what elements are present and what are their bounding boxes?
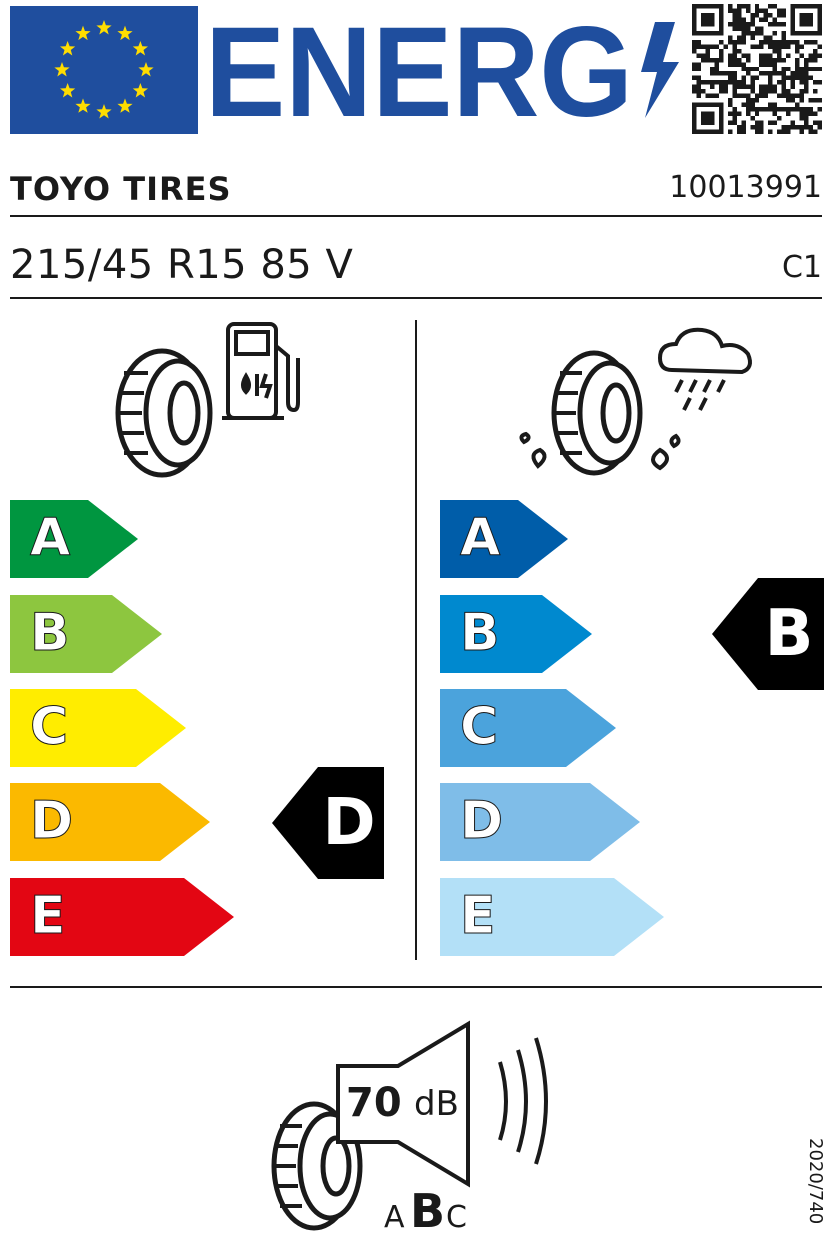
column-divider	[415, 320, 417, 960]
noise-unit: dB	[414, 1084, 459, 1124]
noise-block: 70 dB A B C	[270, 1018, 570, 1238]
eu-star-icon	[96, 104, 112, 119]
fuel-efficiency-bar-b: B	[10, 595, 162, 673]
fuel-rating-marker: D	[272, 767, 384, 879]
speaker-icon	[336, 1020, 470, 1188]
supplier-brand: TOYO TIRES	[10, 170, 232, 208]
article-number: 10013991	[669, 170, 822, 205]
eu-flag-logo	[10, 6, 198, 134]
noise-class-c: C	[446, 1200, 467, 1235]
energy-title: ENERG	[205, 0, 685, 144]
fuel-efficiency-bar-c: C	[10, 689, 186, 767]
wet-grip-icon	[510, 318, 760, 486]
wet-grip-letter-b: B	[460, 603, 501, 664]
fuel-efficiency-letter-d: D	[29, 791, 74, 852]
eu-star-icon	[60, 41, 76, 56]
divider	[10, 215, 822, 217]
sound-waves-icon	[498, 1037, 548, 1165]
fuel-efficiency-bar-d: D	[10, 783, 210, 861]
energy-title-text: ENERG	[205, 1, 633, 140]
wet-grip-bar-e: E	[440, 878, 664, 956]
eu-star-icon	[132, 83, 148, 98]
eu-star-icon	[117, 98, 133, 113]
rain-cloud-icon	[657, 327, 752, 411]
tyre-icon	[551, 350, 643, 476]
wet-grip-letter-d: D	[459, 791, 504, 852]
wet-grip-rating-letter: B	[764, 597, 814, 671]
fuel-efficiency-letter-a: A	[29, 508, 71, 569]
fuel-efficiency-letter-e: E	[30, 886, 67, 947]
eu-star-icon	[132, 41, 148, 56]
lightning-bolt-icon	[641, 22, 679, 118]
fuel-pump-icon	[222, 322, 300, 420]
fuel-rating-letter: D	[322, 786, 376, 860]
noise-class-b: B	[410, 1184, 446, 1238]
divider	[10, 986, 822, 988]
fuel-efficiency-bar-e: E	[10, 878, 234, 956]
eu-star-icon	[117, 25, 133, 41]
eu-star-icon	[138, 62, 154, 77]
fuel-efficiency-icon	[100, 318, 305, 480]
qr-code[interactable]	[692, 4, 822, 134]
water-splash-icon	[519, 431, 681, 471]
eu-star-icon	[75, 25, 91, 41]
tyre-class: C1	[781, 250, 822, 285]
noise-value: 70	[346, 1080, 402, 1126]
wet-grip-letter-c: C	[459, 697, 499, 758]
wet-grip-bar-a: A	[440, 500, 568, 578]
wet-grip-bar-d: D	[440, 783, 640, 861]
wet-grip-bar-b: B	[440, 595, 592, 673]
tyre-size: 215/45 R15 85 V	[10, 242, 354, 288]
wet-grip-bar-c: C	[440, 689, 616, 767]
divider	[10, 297, 822, 299]
fuel-efficiency-letter-b: B	[30, 603, 71, 664]
wet-grip-letter-a: A	[459, 508, 501, 569]
fuel-efficiency-bar-a: A	[10, 500, 138, 578]
tyre-icon	[115, 348, 213, 478]
wet-grip-letter-e: E	[460, 886, 497, 947]
eu-star-icon	[75, 98, 91, 113]
eu-star-icon	[54, 62, 70, 77]
eu-star-icon	[96, 20, 112, 35]
noise-class-a: A	[384, 1200, 405, 1235]
fuel-efficiency-letter-c: C	[29, 697, 69, 758]
regulation-number: 2020/740	[805, 1138, 826, 1225]
eu-star-icon	[60, 83, 76, 98]
wet-grip-rating-marker: B	[712, 578, 824, 690]
